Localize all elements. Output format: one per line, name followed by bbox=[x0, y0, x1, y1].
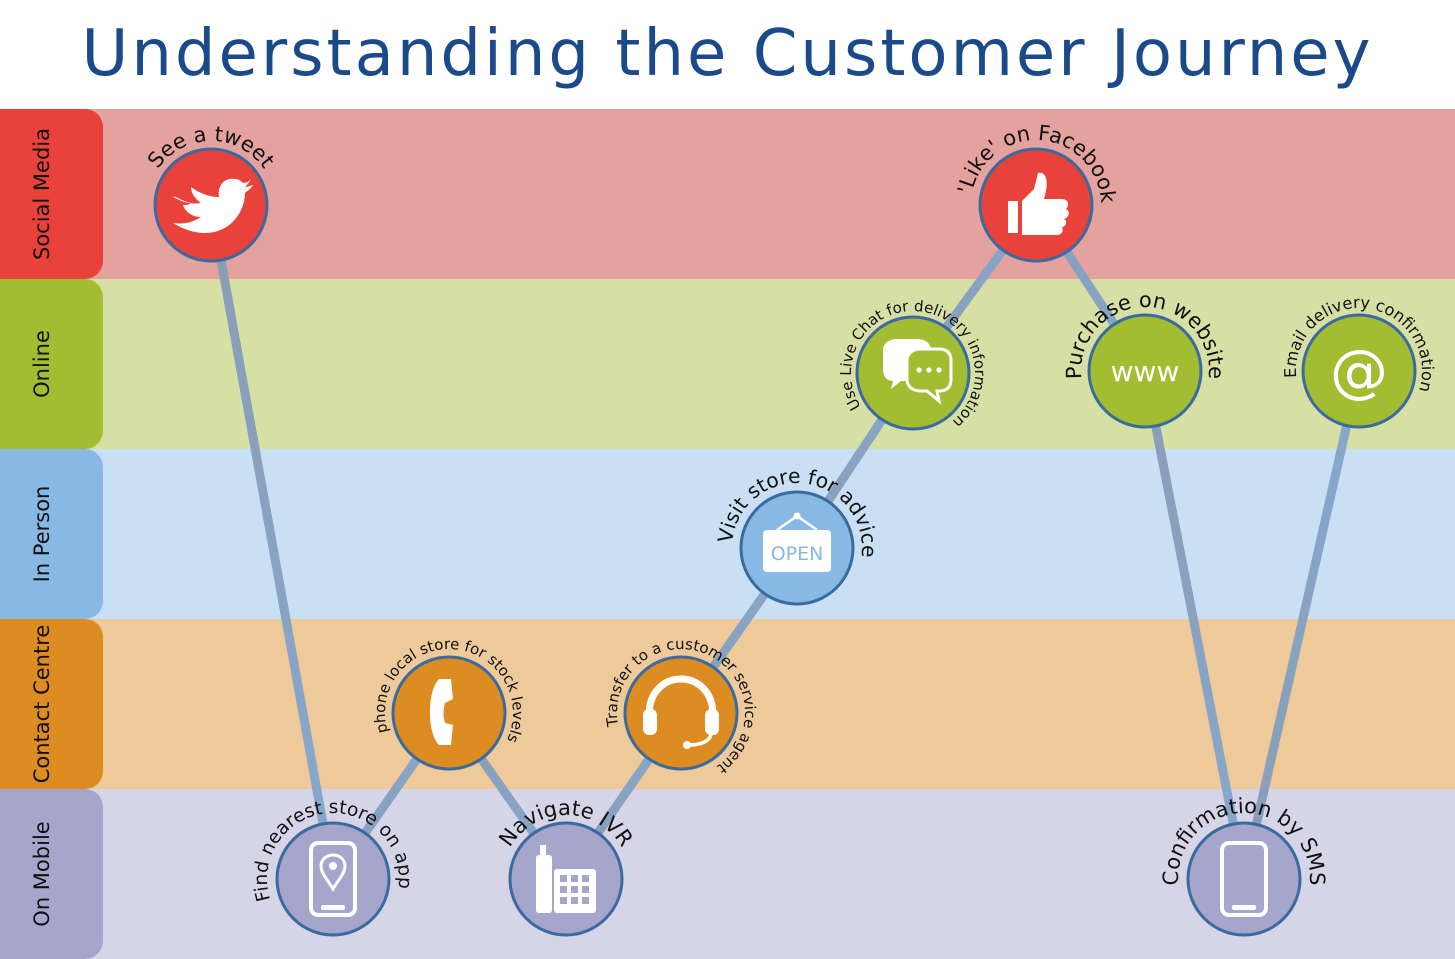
phone-handset-icon bbox=[430, 679, 453, 745]
lane-tab-online bbox=[0, 279, 103, 449]
step-sms: Confirmation by SMS bbox=[1159, 794, 1329, 937]
svg-text:www: www bbox=[1111, 355, 1180, 388]
lane-tab-in-person bbox=[0, 449, 103, 619]
lane-tab-contact-centre bbox=[0, 619, 103, 789]
lane-tab-on-mobile bbox=[0, 789, 103, 959]
www-icon: www bbox=[1111, 355, 1180, 388]
step-phone-circle bbox=[391, 655, 507, 771]
step-email: @Email delivery confirmation bbox=[1281, 293, 1437, 429]
step-chat: Use Live Chat for delivery information bbox=[837, 297, 989, 432]
svg-text:@: @ bbox=[1330, 337, 1388, 405]
thumbs-up-icon bbox=[1008, 172, 1069, 235]
at-sign-icon: @ bbox=[1330, 337, 1388, 405]
step-phone: phone local store for stock levels bbox=[371, 635, 527, 771]
page-title: Understanding the Customer Journey bbox=[81, 17, 1374, 91]
connector-tweet-to-app bbox=[206, 200, 338, 884]
connector-sms-to-email bbox=[1239, 366, 1364, 884]
open-sign-icon: OPEN bbox=[763, 512, 831, 572]
step-app-circle bbox=[275, 821, 391, 937]
step-facebook: 'Like' on Facebook bbox=[953, 121, 1120, 263]
step-app: Find nearest store on app bbox=[251, 797, 415, 937]
mobile-map-pin-icon bbox=[309, 841, 357, 917]
lane-in-person: In Person bbox=[0, 449, 1455, 619]
headset-icon bbox=[643, 675, 719, 749]
step-ivr: Navigate IVR bbox=[494, 796, 638, 937]
step-website-circle bbox=[1087, 313, 1203, 429]
twitter-bird-icon bbox=[173, 178, 253, 233]
connector-website-to-sms bbox=[1140, 366, 1249, 884]
step-sms-circle bbox=[1186, 821, 1302, 937]
step-tweet: See a tweet bbox=[143, 122, 279, 263]
desk-phone-icon bbox=[536, 845, 596, 913]
svg-text:OPEN: OPEN bbox=[771, 543, 824, 565]
step-agent-circle bbox=[623, 655, 739, 771]
lane-tab-social-media bbox=[0, 109, 103, 279]
step-agent: Transfer to a customer service agent bbox=[603, 635, 759, 778]
step-email-circle bbox=[1301, 313, 1417, 429]
chat-bubbles-icon bbox=[883, 339, 953, 405]
mobile-phone-icon bbox=[1220, 841, 1268, 917]
lane-online: Online bbox=[0, 279, 1455, 449]
